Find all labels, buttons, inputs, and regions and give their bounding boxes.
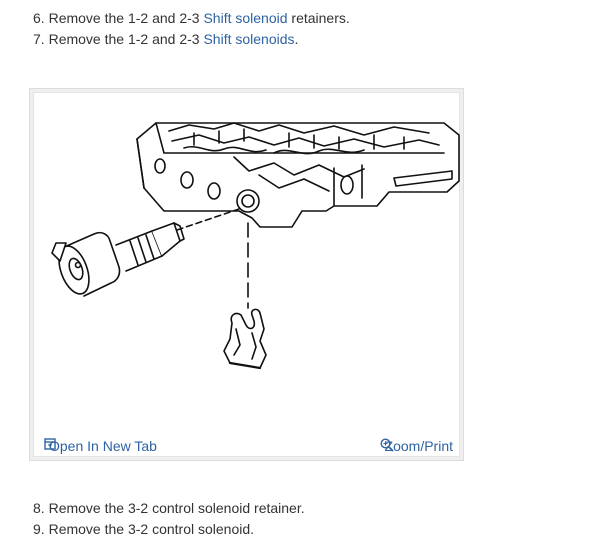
zoom-print-label: Zoom/Print — [384, 438, 453, 454]
step-7: 7. Remove the 1-2 and 2-3 Shift solenoid… — [33, 30, 298, 48]
step-text: Remove the 1-2 and 2-3 — [48, 31, 204, 47]
step-text: Remove the 1-2 and 2-3 — [48, 10, 204, 26]
shift-solenoids-link[interactable]: Shift solenoids — [203, 31, 295, 47]
step-9: 9. Remove the 3-2 control solenoid. — [33, 520, 254, 538]
open-in-new-tab-label: Open In New Tab — [49, 438, 157, 454]
shift-solenoid-link[interactable]: Shift solenoid — [203, 10, 288, 26]
step-8: 8. Remove the 3-2 control solenoid retai… — [33, 499, 305, 517]
step-text: Remove the 3-2 control solenoid. — [48, 521, 255, 537]
zoom-print-link[interactable]: Zoom/Print — [380, 438, 453, 454]
step-number: 6. — [33, 10, 45, 26]
step-number: 7. — [33, 31, 45, 47]
figure-card: Open In New Tab Zoom/Print — [29, 88, 464, 461]
open-in-new-tab-link[interactable]: Open In New Tab — [44, 438, 157, 454]
solenoid-diagram — [51, 122, 460, 370]
step-6: 6. Remove the 1-2 and 2-3 Shift solenoid… — [33, 9, 350, 27]
step-text-end: retainers. — [287, 10, 350, 26]
step-text-end: . — [294, 31, 299, 47]
figure-image: Open In New Tab Zoom/Print — [33, 92, 460, 457]
step-text: Remove the 3-2 control solenoid retainer… — [48, 500, 305, 516]
step-number: 9. — [33, 521, 45, 537]
step-number: 8. — [33, 500, 45, 516]
